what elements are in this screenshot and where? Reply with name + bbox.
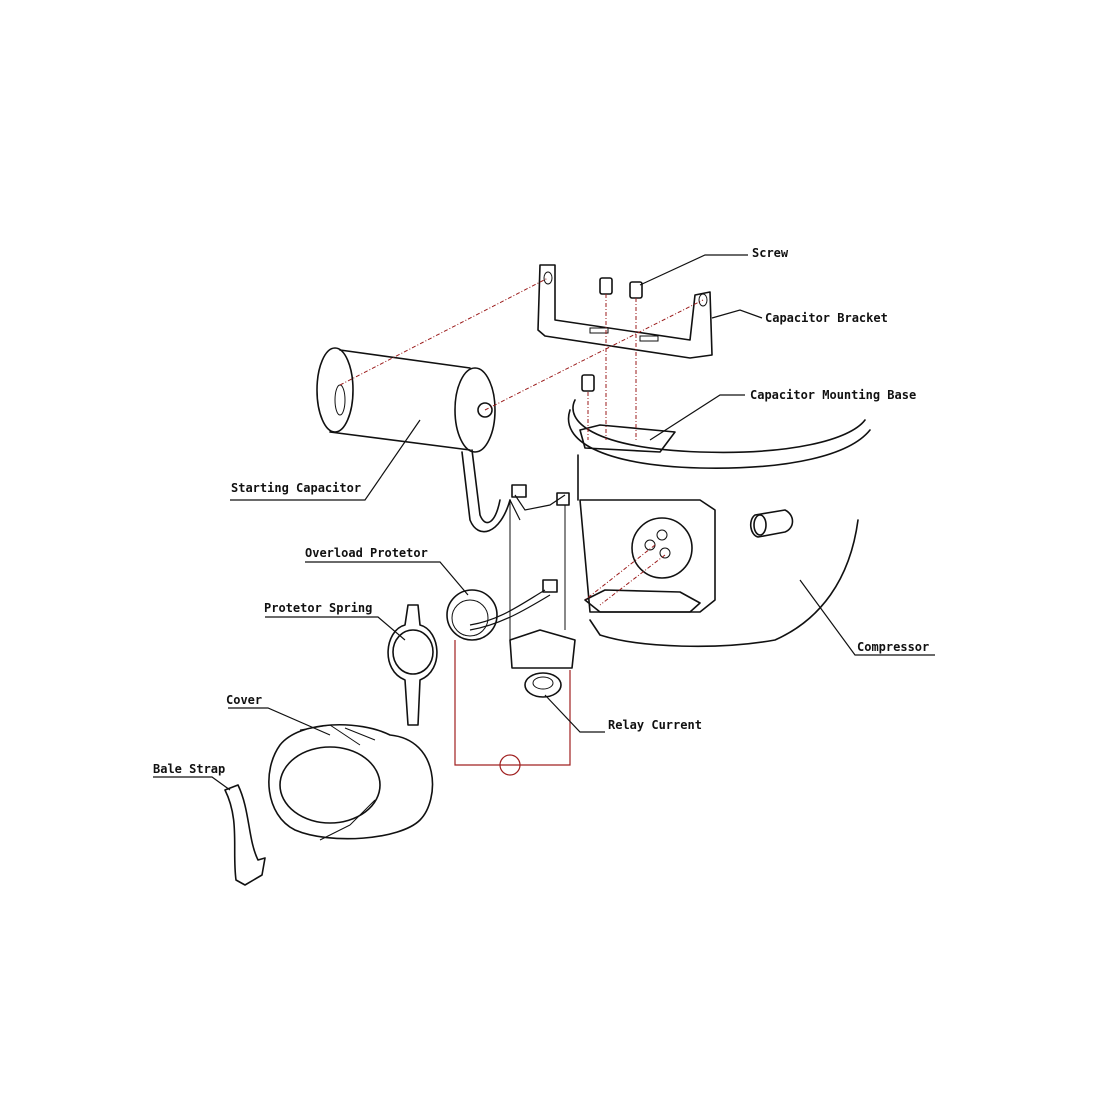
label-starting-capacitor: Starting Capacitor <box>231 481 362 495</box>
label-relay-current: Relay Current <box>608 718 702 732</box>
assembly-axis-lines <box>339 277 704 776</box>
screws-drawing <box>581 277 643 392</box>
relay-current-drawing <box>509 629 576 698</box>
mounting-base-drawing <box>579 424 676 453</box>
label-bale-strap: Bale Strap <box>153 762 226 776</box>
starting-capacitor-drawing <box>316 347 511 533</box>
overload-protetor-drawing <box>446 589 498 641</box>
label-capacitor-mounting-base: Capacitor Mounting Base <box>750 388 917 402</box>
label-capacitor-bracket: Capacitor Bracket <box>765 311 888 325</box>
leader-lines <box>153 254 935 791</box>
capacitor-bracket-drawing <box>537 264 713 359</box>
label-overload-protetor: Overload Protetor <box>305 546 428 560</box>
label-cover: Cover <box>226 693 263 707</box>
cover-drawing <box>268 723 434 841</box>
bale-strap-drawing <box>224 784 266 886</box>
label-screw: Screw <box>752 246 789 260</box>
label-compressor: Compressor <box>857 640 930 654</box>
protetor-spring-drawing <box>387 604 438 726</box>
label-protetor-spring: Protetor Spring <box>264 601 373 615</box>
compressor-drawing <box>567 399 871 648</box>
